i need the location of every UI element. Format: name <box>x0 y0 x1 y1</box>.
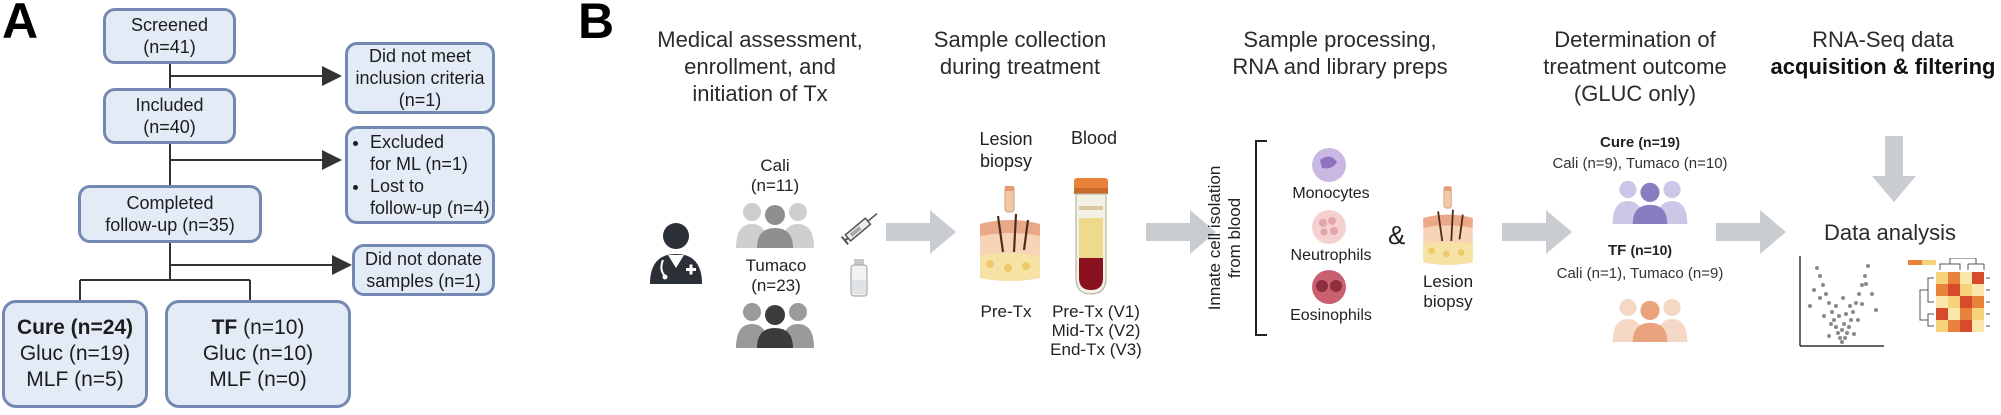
arrow-3-icon <box>1502 210 1572 254</box>
completed-line1: Completed <box>126 193 214 213</box>
included-count: (n=40) <box>143 117 196 137</box>
outcome-tf-title: TF (n=10) <box>1607 242 1673 259</box>
flowchart-connectors <box>79 62 352 302</box>
cure-gluc: Gluc (n=19) <box>19 342 131 365</box>
pre-tx-label: Pre-Tx <box>980 302 1032 321</box>
screened-box: Screened (n=41) <box>103 8 236 64</box>
blood-v3: End-Tx (V3) <box>1050 340 1142 359</box>
volcano-plot-icon <box>1799 256 1884 347</box>
cure-people-icon <box>1612 180 1688 224</box>
not-meet-line3: (n=1) <box>398 90 442 110</box>
tumaco-label: Tumaco(n=23) <box>745 256 807 295</box>
monocyte-icon <box>1312 148 1346 182</box>
completed-box: Completed follow-up (n=35) <box>78 185 262 243</box>
not-donate-box: Did not donate samples (n=1) <box>352 244 495 296</box>
tumaco-people-icon <box>736 303 814 348</box>
arrow-down-icon <box>1872 136 1916 202</box>
doctor-icon <box>650 223 702 284</box>
screened-count: (n=41) <box>143 37 196 57</box>
not-meet-line1: Did not meet <box>368 46 472 66</box>
cali-label: Cali(n=11) <box>750 156 800 195</box>
not-meet-line2: inclusion criteria <box>355 68 485 88</box>
tf-people-icon <box>1612 298 1688 342</box>
tf-title: TF (n=10) <box>211 316 305 339</box>
cure-box: Cure (n=24) Gluc (n=19) MLF (n=5) <box>2 300 148 408</box>
innate-bracket <box>1255 140 1267 336</box>
blood-label: Blood <box>1070 128 1118 148</box>
blood-v1: Pre-Tx (V1) <box>1052 302 1140 321</box>
outcome-cure-title: Cure (n=19) <box>1600 134 1680 151</box>
panel-b-label: B <box>578 0 615 49</box>
eosinophil-icon <box>1312 270 1346 304</box>
cure-mlf: MLF (n=5) <box>26 368 124 391</box>
skin-tissue-icon <box>980 186 1040 281</box>
included-box: Included (n=40) <box>103 88 236 144</box>
monocytes-label: Monocytes <box>1292 185 1370 202</box>
data-analysis-label: Data analysis <box>1823 220 1957 245</box>
ampersand: & <box>1388 220 1406 250</box>
cali-people-icon <box>736 203 814 248</box>
tf-mlf: MLF (n=0) <box>209 368 307 391</box>
tf-gluc: Gluc (n=10) <box>202 342 314 365</box>
not-donate-line1: Did not donate <box>364 249 483 269</box>
included-title: Included <box>135 95 204 115</box>
skin-tissue-icon-2 <box>1423 186 1473 265</box>
arrow-1-icon <box>886 210 956 254</box>
heatmap-icon <box>1908 258 1990 332</box>
screened-title: Screened <box>130 15 209 35</box>
blood-tube-icon <box>1074 178 1108 295</box>
not-meet-criteria-box: Did not meet inclusion criteria (n=1) <box>345 42 495 114</box>
blood-timepoints: Pre-Tx (V1) Mid-Tx (V2) End-Tx (V3) <box>1040 302 1152 359</box>
arrow-4-icon <box>1716 210 1786 254</box>
arrow-2-icon <box>1146 210 1216 254</box>
neutrophil-icon <box>1312 210 1346 244</box>
tf-box: TF (n=10) Gluc (n=10) MLF (n=0) <box>165 300 351 408</box>
outcome-tf-detail: Cali (n=1), Tumaco (n=9) <box>1556 265 1724 282</box>
stage-sample-processing: Sample processing,RNA and library preps <box>1232 27 1448 79</box>
panel-a-label: A <box>2 0 39 49</box>
outcome-cure-detail: Cali (n=9), Tumaco (n=10) <box>1552 155 1728 172</box>
neutrophils-label: Neutrophils <box>1290 247 1372 264</box>
syringe-icon <box>840 212 878 245</box>
not-donate-line2: samples (n=1) <box>366 271 481 291</box>
cure-title: Cure (n=24) <box>16 316 134 339</box>
vial-icon <box>850 259 868 297</box>
completed-line2: follow-up (n=35) <box>105 215 235 235</box>
eosinophils-label: Eosinophils <box>1290 307 1372 324</box>
blood-v2: Mid-Tx (V2) <box>1051 321 1141 340</box>
